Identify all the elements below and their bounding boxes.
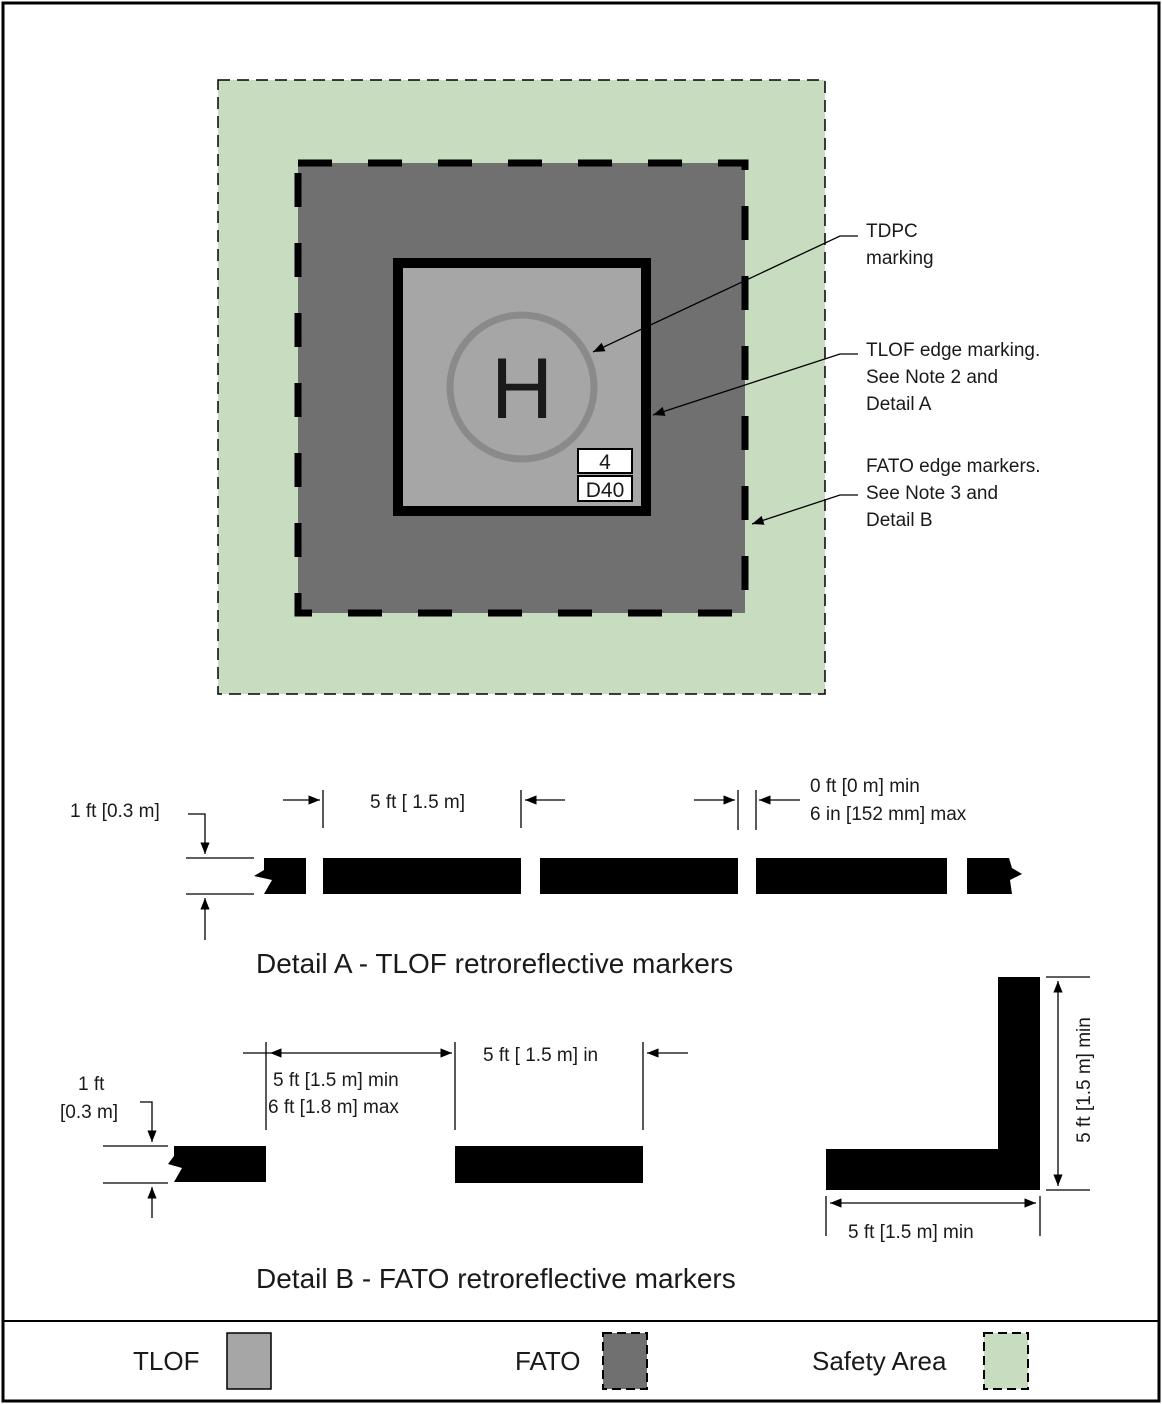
legend-fato-label: FATO bbox=[515, 1346, 581, 1376]
detail-b-length-label: 5 ft [ 1.5 m] in bbox=[483, 1045, 598, 1066]
detail-a-gap-label-2: 6 in [152 mm] max bbox=[810, 804, 967, 825]
detail-a-marker bbox=[323, 858, 521, 894]
detail-a-marker-broken-left bbox=[254, 858, 306, 894]
detail-b-marker bbox=[455, 1146, 643, 1183]
tlof-edge-callout: TLOF edge marking. See Note 2 and Detail… bbox=[652, 340, 1040, 416]
legend-tlof-swatch bbox=[226, 1332, 272, 1390]
fato-callout-line-3: Detail B bbox=[866, 510, 933, 531]
detail-b-corner-horizontal-label: 5 ft [1.5 m] min bbox=[848, 1222, 974, 1243]
fato-edge-markers bbox=[294, 159, 749, 617]
legend-safety-area-swatch bbox=[983, 1332, 1029, 1390]
detail-a-marker bbox=[540, 858, 738, 894]
detail-a-marker bbox=[756, 858, 947, 894]
tdpc-callout-line-1: TDPC bbox=[866, 221, 918, 242]
detail-a-marker-broken-right bbox=[967, 858, 1022, 894]
legend-safety-area-label: Safety Area bbox=[812, 1346, 947, 1376]
fato-callout-line-2: See Note 3 and bbox=[866, 483, 998, 504]
detail-b-width-label-1: 1 ft bbox=[78, 1074, 105, 1095]
detail-a-title: Detail A - TLOF retroreflective markers bbox=[256, 948, 733, 979]
detail-a-length-label: 5 ft [ 1.5 m] bbox=[370, 792, 465, 813]
detail-b-width-label-2: [0.3 m] bbox=[60, 1102, 118, 1123]
tdpc-callout: TDPC marking bbox=[592, 221, 934, 353]
tdpc-marking bbox=[446, 311, 598, 463]
detail-a-gap-label-1: 0 ft [0 m] min bbox=[810, 776, 920, 797]
detail-b-marker-broken-left bbox=[168, 1146, 266, 1182]
detail-b-title: Detail B - FATO retroreflective markers bbox=[256, 1263, 736, 1294]
tdpc-callout-line-2: marking bbox=[866, 248, 934, 269]
detail-b-spacing-label-2: 6 ft [1.8 m] max bbox=[268, 1097, 399, 1118]
detail-b: 1 ft [0.3 m] 5 ft [1.5 m] min 6 ft [1.8 … bbox=[60, 976, 1095, 1294]
fato-edge-callout: FATO edge markers. See Note 3 and Detail… bbox=[751, 456, 1041, 531]
tlof-callout-line-3: Detail A bbox=[866, 394, 932, 415]
tlof-callout-line-2: See Note 2 and bbox=[866, 367, 998, 388]
legend-fato-swatch bbox=[602, 1332, 648, 1390]
detail-b-corner-marker bbox=[826, 977, 1040, 1190]
legend-tlof-label: TLOF bbox=[133, 1346, 199, 1376]
detail-a-width-label: 1 ft [0.3 m] bbox=[70, 801, 160, 822]
detail-b-corner-vertical-label: 5 ft [1.5 m] min bbox=[1074, 1017, 1095, 1143]
dimension-label: D40 bbox=[586, 479, 625, 502]
tlof-callout-line-1: TLOF edge marking. bbox=[866, 340, 1040, 361]
detail-b-spacing-label-1: 5 ft [1.5 m] min bbox=[273, 1070, 399, 1091]
dimension-box bbox=[577, 475, 633, 502]
fato-callout-line-1: FATO edge markers. bbox=[866, 456, 1041, 477]
detail-a: 1 ft [0.3 m] 5 ft [ 1.5 m] 0 ft [0 m] mi… bbox=[70, 776, 1022, 979]
legend: TLOF FATO Safety Area bbox=[133, 1332, 1029, 1390]
heliport-h-letter: H bbox=[491, 341, 553, 437]
weight-label: 4 bbox=[599, 451, 611, 474]
weight-box bbox=[577, 448, 633, 474]
